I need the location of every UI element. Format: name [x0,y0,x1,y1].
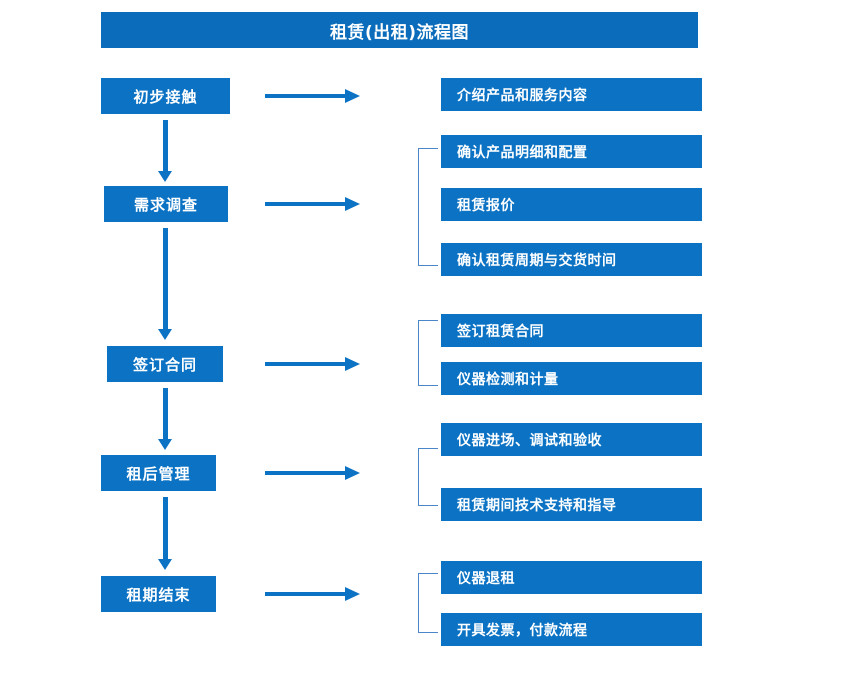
arrow-head-icon [345,587,360,601]
arrow-head-icon [345,466,360,480]
arrow-right-post-rental-management [265,466,360,480]
stage-box-needs-survey[interactable]: 需求调查 [104,186,228,222]
detail-box-rental-quotation[interactable]: 租赁报价 [441,188,702,221]
detail-box-confirm-product-details[interactable]: 确认产品明细和配置 [441,135,702,168]
arrow-shaft [163,388,168,439]
bracket-lease-end-group [418,573,438,633]
detail-box-instrument-installation[interactable]: 仪器进场、调试和验收 [441,423,702,456]
arrow-shaft [265,362,347,366]
stage-box-post-rental-management[interactable]: 租后管理 [101,455,216,491]
arrow-shaft [265,94,347,98]
detail-box-confirm-lease-period[interactable]: 确认租赁周期与交货时间 [441,243,702,276]
detail-box-introduce-products[interactable]: 介绍产品和服务内容 [441,78,702,111]
stage-box-lease-end[interactable]: 租期结束 [101,576,216,612]
arrow-down-contract-to-management [157,388,173,450]
arrow-right-initial-contact [265,89,360,103]
detail-box-sign-rental-contract[interactable]: 签订租赁合同 [441,314,702,347]
detail-box-instrument-inspection[interactable]: 仪器检测和计量 [441,362,702,395]
stage-box-initial-contact[interactable]: 初步接触 [101,78,230,114]
arrow-right-lease-end [265,587,360,601]
arrow-head-icon [345,89,360,103]
arrow-head-icon [158,171,172,182]
arrow-shaft [265,592,347,596]
detail-box-technical-support[interactable]: 租赁期间技术支持和指导 [441,488,702,521]
arrow-down-contact-to-survey [157,120,173,182]
arrow-down-management-to-lease-end [157,497,173,570]
detail-box-invoice-payment[interactable]: 开具发票，付款流程 [441,613,702,646]
arrow-shaft [163,228,168,329]
detail-box-instrument-return[interactable]: 仪器退租 [441,561,702,594]
arrow-head-icon [345,197,360,211]
arrow-right-needs-survey [265,197,360,211]
arrow-head-icon [158,559,172,570]
chart-title: 租赁(出租)流程图 [101,12,698,48]
bracket-needs-survey-group [418,148,438,266]
arrow-shaft [265,202,347,206]
arrow-shaft [163,497,168,559]
stage-box-sign-contract[interactable]: 签订合同 [107,346,223,382]
arrow-head-icon [158,329,172,340]
bracket-contract-group [418,320,438,386]
arrow-head-icon [345,357,360,371]
arrow-down-survey-to-contract [157,228,173,340]
arrow-shaft [163,120,168,171]
arrow-shaft [265,471,347,475]
arrow-right-sign-contract [265,357,360,371]
arrow-head-icon [158,439,172,450]
bracket-management-group [418,448,438,506]
